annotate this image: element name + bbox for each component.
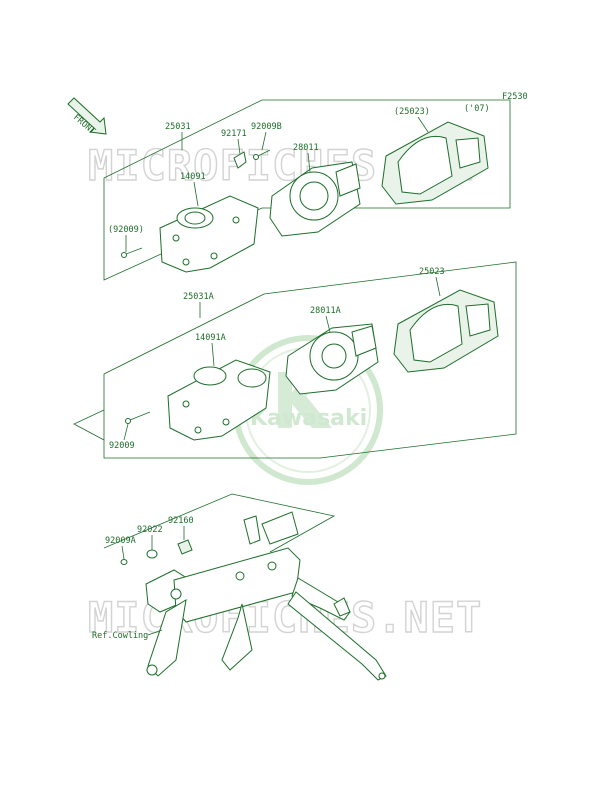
meter-cover-25023-paren: [381, 121, 489, 205]
label-ref-cowling: Ref.Cowling: [92, 631, 148, 641]
screw-92009-paren: [121, 247, 143, 258]
label-25031A: 25031A: [183, 292, 214, 302]
meter-housing-14091: [159, 195, 259, 273]
label-92160: 92160: [168, 516, 194, 526]
front-arrow-icon: FRONT: [67, 97, 107, 137]
figure-code: F2530: [502, 92, 528, 102]
label-25023-paren: (25023): [394, 107, 430, 117]
collar-92022: [146, 549, 158, 559]
meter-housing-14091A: [167, 359, 271, 441]
meter-cover-25023: [393, 289, 499, 373]
meter-unit-28011: [269, 161, 361, 237]
label-25023: 25023: [419, 267, 445, 277]
middle-group-box: [73, 261, 517, 459]
label-92022: 92022: [137, 525, 163, 535]
label-92009A: 92009A: [105, 536, 136, 546]
label-92009: 92009: [109, 441, 135, 451]
label-28011: 28011: [293, 143, 319, 153]
upper-group-box: [103, 99, 511, 281]
bolt-92009A: [120, 559, 128, 565]
label-25031: 25031: [165, 122, 191, 132]
label-92171: 92171: [221, 129, 247, 139]
grommet-92160: [177, 539, 193, 555]
screw-92171: [233, 151, 247, 169]
label-92009-paren: (92009): [108, 225, 144, 235]
screw-92009: [125, 411, 151, 424]
year-note: ('07): [464, 104, 490, 114]
lower-group-box: [103, 493, 336, 553]
screw-92009B: [253, 149, 271, 160]
meter-unit-28011A: [285, 323, 379, 395]
label-14091: 14091: [180, 172, 206, 182]
label-14091A: 14091A: [195, 333, 226, 343]
label-28011A: 28011A: [310, 306, 341, 316]
kawasaki-logo-text: Kawasaki: [250, 406, 367, 431]
meter-bracket: [145, 511, 387, 681]
label-92009B: 92009B: [251, 122, 282, 132]
